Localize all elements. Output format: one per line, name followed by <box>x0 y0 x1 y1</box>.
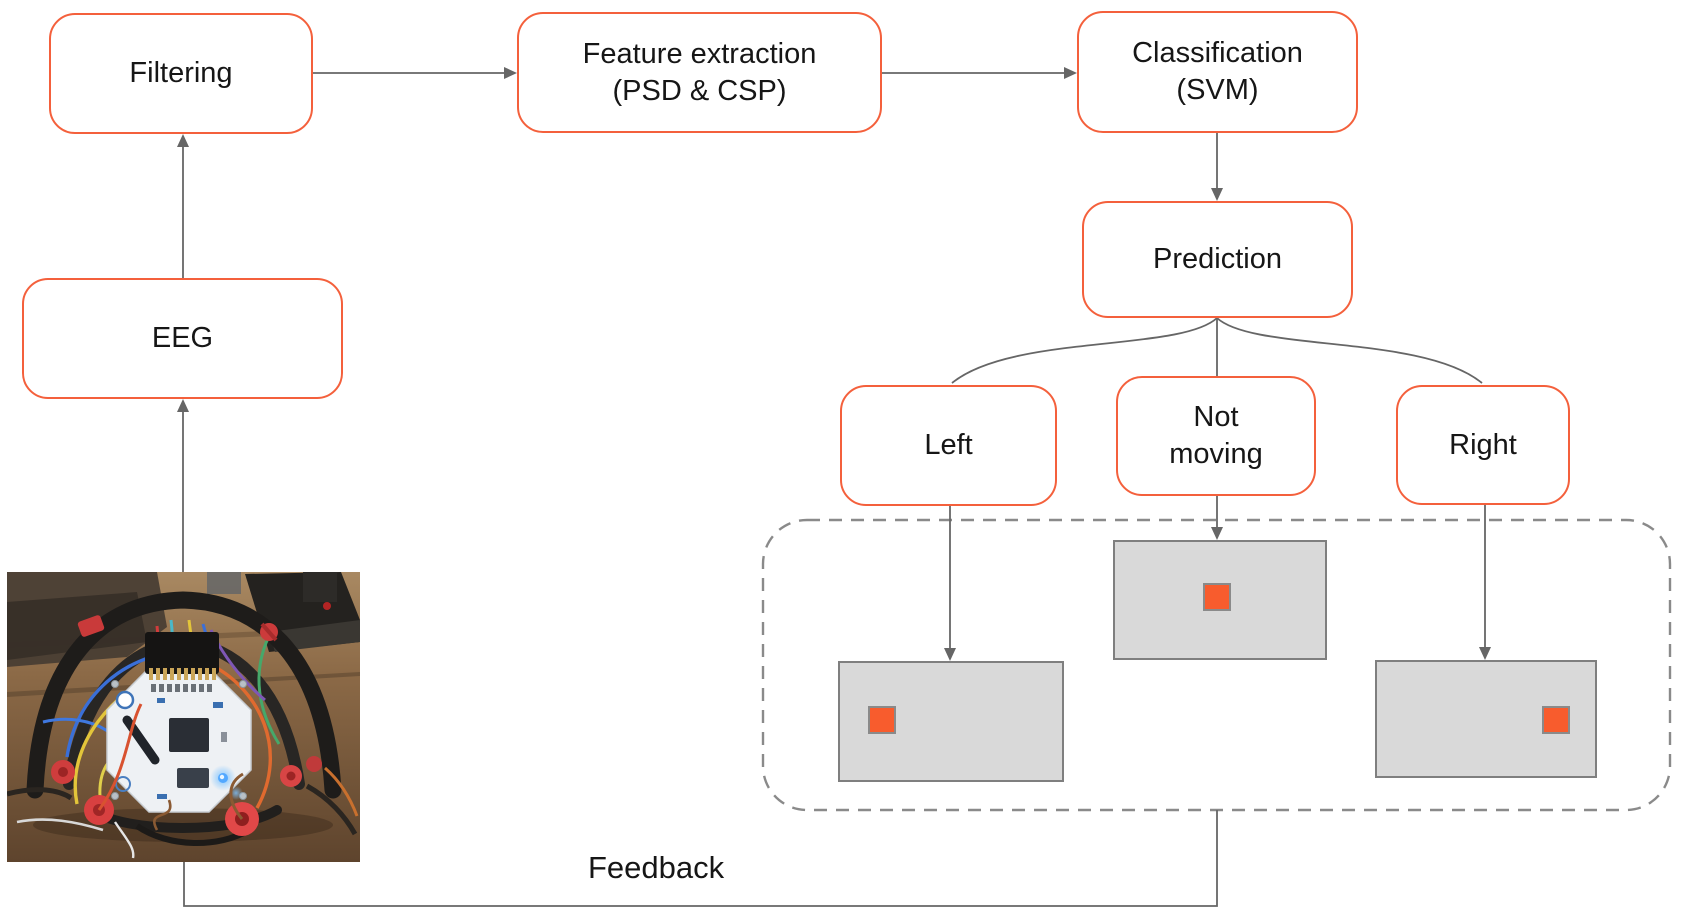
cursor-square-left <box>868 706 896 734</box>
node-right: Right <box>1396 385 1570 505</box>
eeg-headset-photo-art <box>7 572 360 862</box>
node-classification-line1: Classification <box>1132 37 1303 69</box>
node-feature-extraction-line2: (PSD & CSP) <box>612 74 787 107</box>
node-classification-line2: (SVM) <box>1176 74 1259 106</box>
screen-left <box>838 661 1064 782</box>
arrow-eeg-to-filtering <box>177 134 189 278</box>
node-classification: Classification (SVM) <box>1077 11 1358 133</box>
node-left: Left <box>840 385 1057 506</box>
arrow-left-to-screen <box>944 506 956 661</box>
node-feature-extraction: Feature extraction (PSD & CSP) <box>517 12 882 133</box>
arrow-filtering-to-feature <box>313 67 517 79</box>
cursor-square-center <box>1203 583 1231 611</box>
arrow-feature-to-classification <box>882 67 1077 79</box>
arrow-classification-to-prediction <box>1211 133 1223 201</box>
cursor-square-right <box>1542 706 1570 734</box>
branch-prediction-to-left <box>951 317 1218 384</box>
node-filtering-label: Filtering <box>129 57 233 89</box>
node-filtering: Filtering <box>49 13 313 134</box>
branch-prediction-to-right <box>1216 317 1483 384</box>
node-feature-extraction-line1: Feature extraction <box>582 37 817 70</box>
node-right-label: Right <box>1449 428 1517 461</box>
node-prediction: Prediction <box>1082 201 1353 318</box>
arrow-notmoving-to-screen <box>1211 496 1223 540</box>
arrow-photo-to-eeg <box>177 399 189 575</box>
node-prediction-label: Prediction <box>1153 243 1282 275</box>
feedback-line <box>183 810 1218 907</box>
screen-not-moving <box>1113 540 1327 660</box>
node-eeg-label: EEG <box>151 322 214 354</box>
arrow-right-to-screen <box>1479 505 1491 660</box>
feedback-label: Feedback <box>588 850 725 885</box>
node-not-moving-line1: Not <box>1193 401 1239 433</box>
node-eeg: EEG <box>22 278 343 399</box>
screen-right <box>1375 660 1597 778</box>
node-not-moving-line2: moving <box>1169 438 1263 470</box>
node-not-moving: Not moving <box>1116 376 1316 496</box>
node-left-label: Left <box>924 429 973 461</box>
eeg-headset-photo <box>7 572 360 862</box>
